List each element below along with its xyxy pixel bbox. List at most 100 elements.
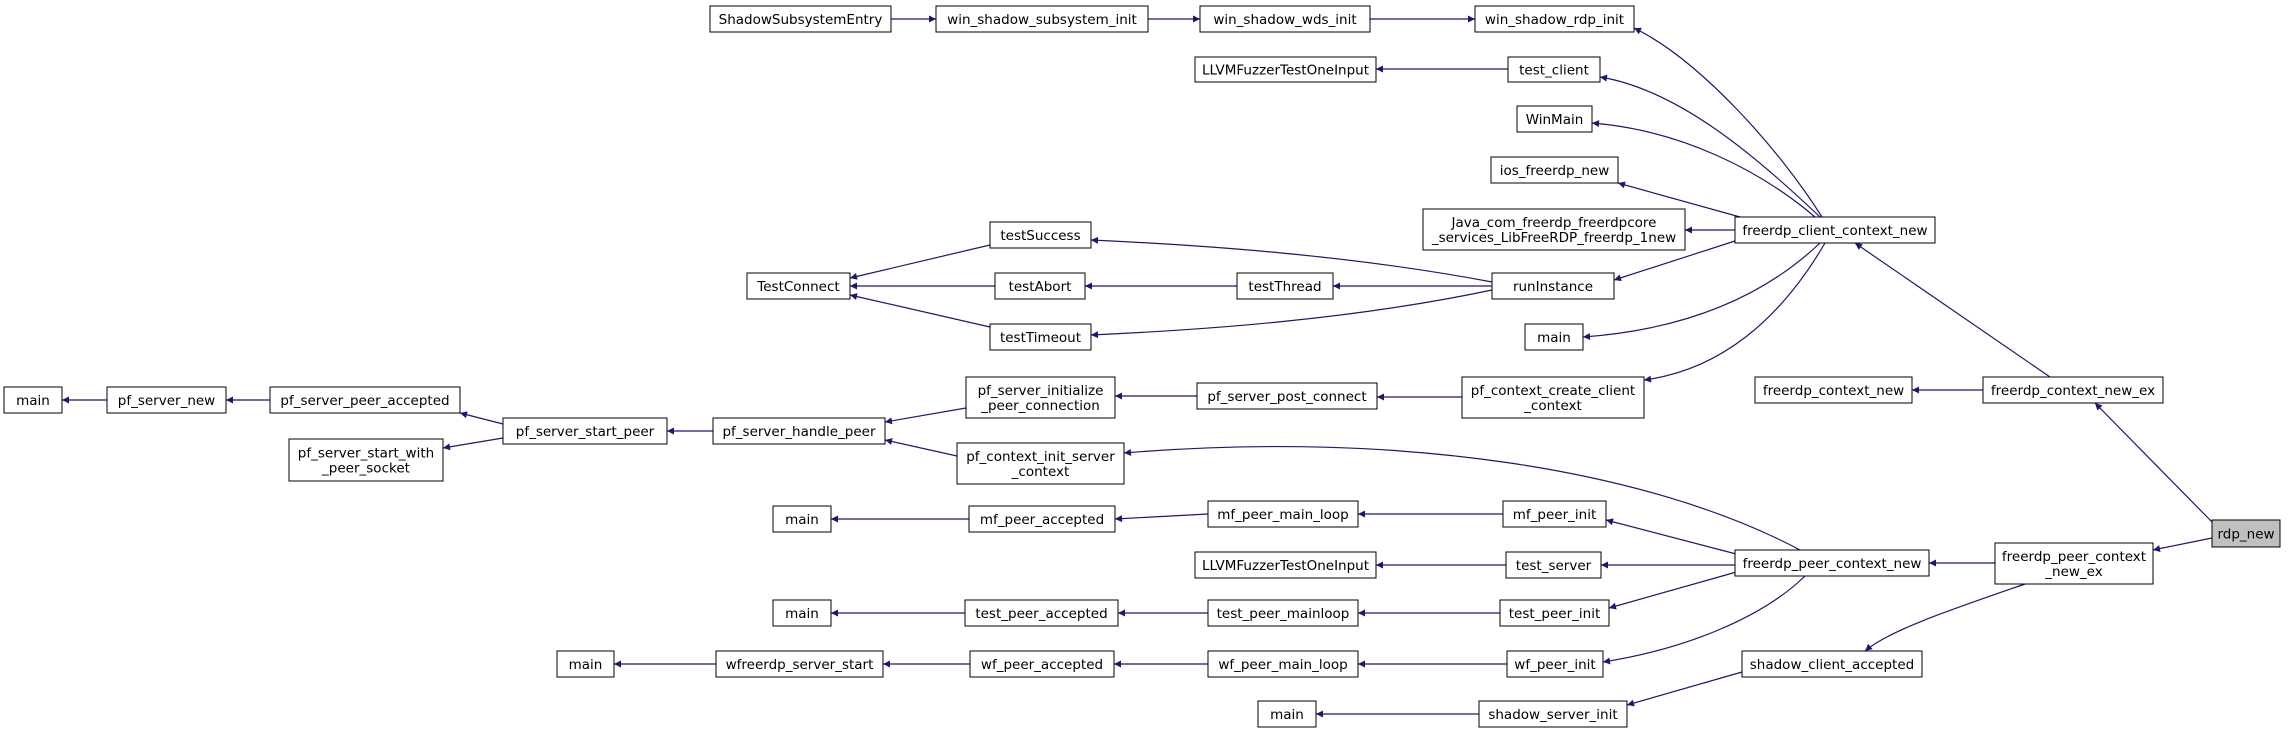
call-edge-freerdp-peer-context-new-to-test-peer-init <box>1608 570 1741 610</box>
node-win-shadow-subsystem-init[interactable]: win_shadow_subsystem_init <box>935 5 1149 33</box>
node-label: ShadowSubsystemEntry <box>719 12 883 28</box>
node-pf-server-peer-accepted[interactable]: pf_server_peer_accepted <box>269 386 461 414</box>
node-box <box>106 386 227 414</box>
node-test-peer-accepted[interactable]: test_peer_accepted <box>964 599 1119 627</box>
node-box <box>989 221 1092 249</box>
node-box <box>1516 105 1593 133</box>
node-shadow-client-accepted[interactable]: shadow_client_accepted <box>1741 650 1923 678</box>
node-test-peer-mainloop[interactable]: test_peer_mainloop <box>1207 599 1359 627</box>
call-edge-freerdp-client-context-new-to-pf-context-create-client-context <box>1643 242 1826 383</box>
node-label: freerdp_client_context_new <box>1742 223 1927 239</box>
node-win-shadow-wds-init[interactable]: win_shadow_wds_init <box>1199 5 1371 33</box>
node-box <box>964 599 1119 627</box>
node-box <box>712 417 886 445</box>
node-test-thread[interactable]: testThread <box>1236 272 1334 300</box>
node-wf-peer-main-loop[interactable]: wf_peer_main_loop <box>1207 650 1359 678</box>
call-edge-freerdp-peer-context-new-to-pf-context-init-server-context <box>1123 445 1801 551</box>
node-label: freerdp_context_new_ex <box>1991 383 2155 399</box>
node-wf-peer-init[interactable]: wf_peer_init <box>1506 650 1604 678</box>
node-freerdp-client-context-new[interactable]: freerdp_client_context_new <box>1734 216 1936 244</box>
call-edge-freerdp-client-context-new-to-win-shadow-rdp-init <box>1633 27 1823 218</box>
node-box <box>1490 156 1619 184</box>
node-shadow-entry[interactable]: ShadowSubsystemEntry <box>709 5 892 33</box>
node-main-client[interactable]: main <box>1524 323 1584 351</box>
node-label: wf_peer_main_loop <box>1218 657 1347 673</box>
node-box <box>968 505 1116 533</box>
node-pf-server-new[interactable]: pf_server_new <box>106 386 227 414</box>
node-label: pf_server_initialize <box>978 383 1104 399</box>
node-shadow-server-init[interactable]: shadow_server_init <box>1478 700 1628 728</box>
node-freerdp-peer-context-new-ex[interactable]: freerdp_peer_context_new_ex <box>1994 542 2154 585</box>
node-box <box>1506 650 1604 678</box>
node-wf-peer-accepted[interactable]: wf_peer_accepted <box>969 650 1115 678</box>
node-llvm-fuzzer-server[interactable]: LLVMFuzzerTestOneInput <box>1194 551 1377 579</box>
node-freerdp-context-new[interactable]: freerdp_context_new <box>1754 376 1913 404</box>
node-pf-server-post-connect[interactable]: pf_server_post_connect <box>1196 382 1378 410</box>
node-freerdp-peer-context-new[interactable]: freerdp_peer_context_new <box>1734 549 1930 577</box>
node-pf-server-start-peer[interactable]: pf_server_start_peer <box>502 417 668 445</box>
node-wfreerdp-server-start[interactable]: wfreerdp_server_start <box>715 650 884 678</box>
node-box <box>772 599 832 627</box>
node-test-abort[interactable]: testAbort <box>994 272 1086 300</box>
node-mf-peer-main-loop[interactable]: mf_peer_main_loop <box>1207 500 1359 528</box>
node-pf-server-initialize-peer-connection[interactable]: pf_server_initialize_peer_connection <box>965 376 1116 419</box>
node-box <box>1505 551 1602 579</box>
node-rdp-new: rdp_new <box>2211 519 2281 548</box>
node-llvm-fuzzer-client[interactable]: LLVMFuzzerTestOneInput <box>1194 56 1377 83</box>
node-label: mf_peer_main_loop <box>1217 507 1348 523</box>
call-edge-freerdp-client-context-new-to-main-client <box>1582 242 1821 340</box>
node-test-server[interactable]: test_server <box>1505 551 1602 579</box>
node-mf-peer-accepted[interactable]: mf_peer_accepted <box>968 505 1116 533</box>
node-winmain[interactable]: WinMain <box>1516 105 1593 133</box>
node-box <box>989 323 1092 351</box>
node-label: pf_server_peer_accepted <box>280 393 449 409</box>
node-test-success[interactable]: testSuccess <box>989 221 1092 249</box>
call-nodes: rdp_new ShadowSubsystemEntry win_shadow_su… <box>3 5 2281 728</box>
call-edges <box>62 15 2213 718</box>
node-label: wf_peer_accepted <box>981 657 1103 673</box>
node-test-peer-init[interactable]: test_peer_init <box>1499 599 1610 627</box>
node-label: win_shadow_subsystem_init <box>947 12 1137 28</box>
node-mf-peer-init[interactable]: mf_peer_init <box>1502 500 1607 528</box>
node-label: pf_server_post_connect <box>1207 389 1366 405</box>
node-pf-context-create-client-context[interactable]: pf_context_create_client_context <box>1461 376 1645 419</box>
node-test-connect[interactable]: TestConnect <box>746 272 851 300</box>
node-label: test_peer_accepted <box>975 606 1107 622</box>
node-pf-server-handle-peer[interactable]: pf_server_handle_peer <box>712 417 886 445</box>
node-box <box>1982 376 2164 404</box>
node-box <box>1524 323 1584 351</box>
node-box <box>1741 650 1923 678</box>
node-main-pf[interactable]: main <box>3 386 63 414</box>
node-box <box>965 376 1116 419</box>
node-label: WinMain <box>1526 112 1584 128</box>
node-java-freerdp-new[interactable]: Java_com_freerdp_freerdpcore_services_Li… <box>1422 208 1686 251</box>
node-box <box>1207 599 1359 627</box>
node-label: shadow_client_accepted <box>1750 657 1914 673</box>
node-label: shadow_server_init <box>1488 707 1617 723</box>
node-win-shadow-rdp-init[interactable]: win_shadow_rdp_init <box>1474 5 1635 33</box>
node-label: ios_freerdp_new <box>1500 163 1610 179</box>
call-edge-pf-context-init-server-context-to-pf-server-handle-peer <box>884 438 958 457</box>
node-main-shadow[interactable]: main <box>1257 700 1317 728</box>
node-pf-server-start-with-peer-socket[interactable]: pf_server_start_with_peer_socket <box>288 438 444 482</box>
node-label: main <box>785 606 819 622</box>
node-box <box>288 438 444 482</box>
node-test-timeout[interactable]: testTimeout <box>989 323 1092 351</box>
node-main-wf[interactable]: main <box>556 650 615 678</box>
call-edge-pf-server-start-peer-to-pf-server-start-with-peer-socket <box>442 437 504 451</box>
node-main-test-peer[interactable]: main <box>772 599 832 627</box>
node-main-mf[interactable]: main <box>772 505 832 533</box>
call-edge-freerdp-peer-context-new-to-mf-peer-init <box>1605 518 1741 556</box>
node-box <box>3 386 63 414</box>
node-pf-context-init-server-context[interactable]: pf_context_init_server_context <box>956 442 1125 485</box>
node-run-instance[interactable]: runInstance <box>1491 272 1615 300</box>
node-test-client[interactable]: test_client <box>1507 56 1601 83</box>
node-box <box>969 650 1115 678</box>
node-label: win_shadow_wds_init <box>1213 12 1356 28</box>
node-box <box>1474 5 1635 33</box>
call-edge-test-timeout-to-test-connect <box>849 293 991 328</box>
node-freerdp-context-new-ex[interactable]: freerdp_context_new_ex <box>1982 376 2164 404</box>
node-ios-freerdp-new[interactable]: ios_freerdp_new <box>1490 156 1619 184</box>
call-edge-rdp-new-to-freerdp-peer-context-new-ex <box>2152 537 2213 553</box>
node-label: main <box>16 393 50 409</box>
